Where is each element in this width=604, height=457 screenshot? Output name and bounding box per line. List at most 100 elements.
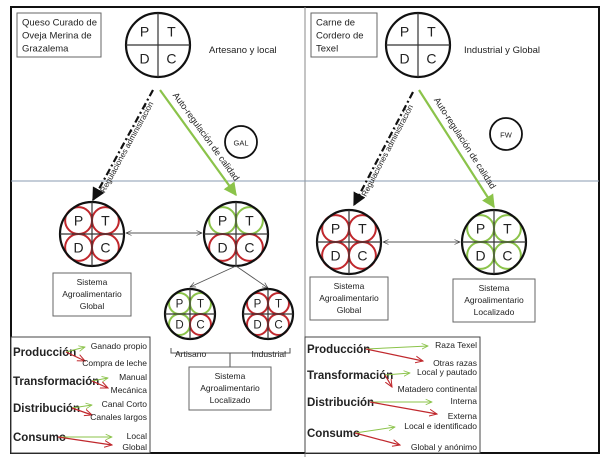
artisano-system-circle: P T D C bbox=[163, 287, 217, 341]
admin-regulation-arrow bbox=[353, 91, 414, 207]
branch-arrow-industrial bbox=[235, 265, 268, 288]
org-circle bbox=[489, 117, 523, 151]
quadrant-label-p: P bbox=[476, 221, 485, 237]
quadrant-label-p: P bbox=[218, 213, 227, 229]
legend-green-option: Ganado propio bbox=[91, 341, 148, 351]
product-label-box-line: Texel bbox=[316, 44, 338, 55]
legend-green-arrow bbox=[91, 378, 108, 381]
legend-stage-label: Producción bbox=[307, 344, 370, 356]
legend-green-option: Local y pautado bbox=[417, 367, 477, 377]
quadrant-label-p: P bbox=[140, 24, 149, 40]
quadrant-label-c: C bbox=[100, 239, 110, 255]
legend-green-arrow bbox=[65, 347, 85, 353]
product-label-box-line: Queso Curado de bbox=[22, 18, 97, 29]
org-circle bbox=[224, 125, 258, 159]
quadrant-label-p: P bbox=[400, 24, 409, 40]
global-system-label-box-line: Global bbox=[337, 305, 362, 315]
quality-regulation-label: Auto-regulación de calidad bbox=[171, 91, 242, 183]
quadrant-label-t: T bbox=[197, 299, 204, 311]
product-label-box-line: Grazalema bbox=[22, 44, 69, 55]
org-label: GAL bbox=[233, 139, 248, 148]
local-system-circle: P T D C bbox=[202, 200, 270, 268]
legend-red-option: Canales largos bbox=[90, 412, 147, 422]
quadrant-label-c: C bbox=[166, 50, 176, 66]
product-label-box-line: Carne de bbox=[316, 18, 355, 29]
admin-regulation-arrow bbox=[92, 89, 154, 202]
quadrant-label-d: D bbox=[73, 239, 83, 255]
legend-green-arrow bbox=[365, 346, 428, 350]
product-label-box: Carne de Cordero de Texel bbox=[310, 12, 378, 58]
local-system-label-box-line: Agroalimentario bbox=[200, 383, 260, 393]
quadrant-label-t: T bbox=[275, 299, 282, 311]
quadrant-label-d: D bbox=[139, 50, 149, 66]
global-system-label-box-line: Sistema bbox=[77, 277, 108, 287]
quadrant-label-d: D bbox=[253, 320, 261, 332]
global-system-label-box-border bbox=[52, 272, 132, 317]
quadrant-label-d: D bbox=[217, 239, 227, 255]
quadrant-label-p: P bbox=[254, 299, 262, 311]
legend-red-option: Matadero continental bbox=[398, 384, 477, 394]
quality-regulation-arrow bbox=[418, 89, 495, 209]
product-label-box-line: Oveja Merina de bbox=[22, 31, 92, 42]
legend-red-option: Compra de leche bbox=[82, 358, 147, 368]
legend-green-arrow bbox=[354, 427, 395, 434]
legend-green-arrow bbox=[71, 405, 92, 408]
legend-stage-label: Consumo bbox=[307, 428, 360, 440]
artisano-label: Artisano bbox=[175, 349, 206, 359]
quadrant-label-c: C bbox=[244, 239, 254, 255]
quality-regulation-label: Auto-regulación de calidad bbox=[432, 96, 498, 191]
quadrant-label-t: T bbox=[245, 213, 254, 229]
legend-red-option: Global bbox=[122, 442, 147, 452]
product-label-box-line: Cordero de bbox=[316, 31, 364, 42]
legend-red-arrow bbox=[365, 348, 423, 361]
quadrant-label-d: D bbox=[399, 50, 409, 66]
quadrant-label-d: D bbox=[475, 247, 485, 263]
quadrant-label-p: P bbox=[331, 221, 340, 237]
quality-regulation-arrow bbox=[159, 89, 237, 197]
legend-stage-label: Consumo bbox=[13, 432, 66, 444]
global-system-circle: P T D C bbox=[58, 200, 126, 268]
legend-green-option: Interna bbox=[451, 396, 478, 406]
quadrant-label-d: D bbox=[175, 320, 183, 332]
quadrant-label-d: D bbox=[330, 247, 340, 263]
legend-stage-label: Producción bbox=[13, 347, 76, 359]
quadrant-label-p: P bbox=[74, 213, 83, 229]
legend-stage-label: Distribución bbox=[307, 397, 374, 409]
global-system-label-box-line: Sistema bbox=[334, 281, 365, 291]
quadrant-label-p: P bbox=[176, 299, 184, 311]
local-system-label-box-border bbox=[452, 278, 536, 323]
legend-green-option: Local bbox=[127, 431, 147, 441]
legend-red-arrow bbox=[354, 432, 400, 445]
right-legend-border bbox=[304, 336, 481, 454]
quadrant-label-c: C bbox=[196, 320, 204, 332]
admin-regulation-label: Regulaciones administración bbox=[99, 100, 156, 194]
legend-red-option: Externa bbox=[448, 411, 478, 421]
local-system-label-box-line: Sistema bbox=[479, 283, 510, 293]
legend-red-option: Mecánica bbox=[111, 385, 148, 395]
quadrant-label-t: T bbox=[101, 213, 110, 229]
local-system-label-box-line: Localizado bbox=[474, 307, 515, 317]
local-system-label-box-line: Agroalimentario bbox=[464, 295, 524, 305]
legend-green-option: Local e identificado bbox=[404, 421, 477, 431]
quadrant-label-t: T bbox=[358, 221, 367, 237]
legend-red-arrow bbox=[369, 401, 437, 414]
legend-stage-label: Transformación bbox=[307, 370, 393, 382]
quadrant-label-c: C bbox=[502, 247, 512, 263]
legend-green-option: Manual bbox=[119, 372, 147, 382]
legend-stage-label: Transformación bbox=[13, 376, 99, 388]
